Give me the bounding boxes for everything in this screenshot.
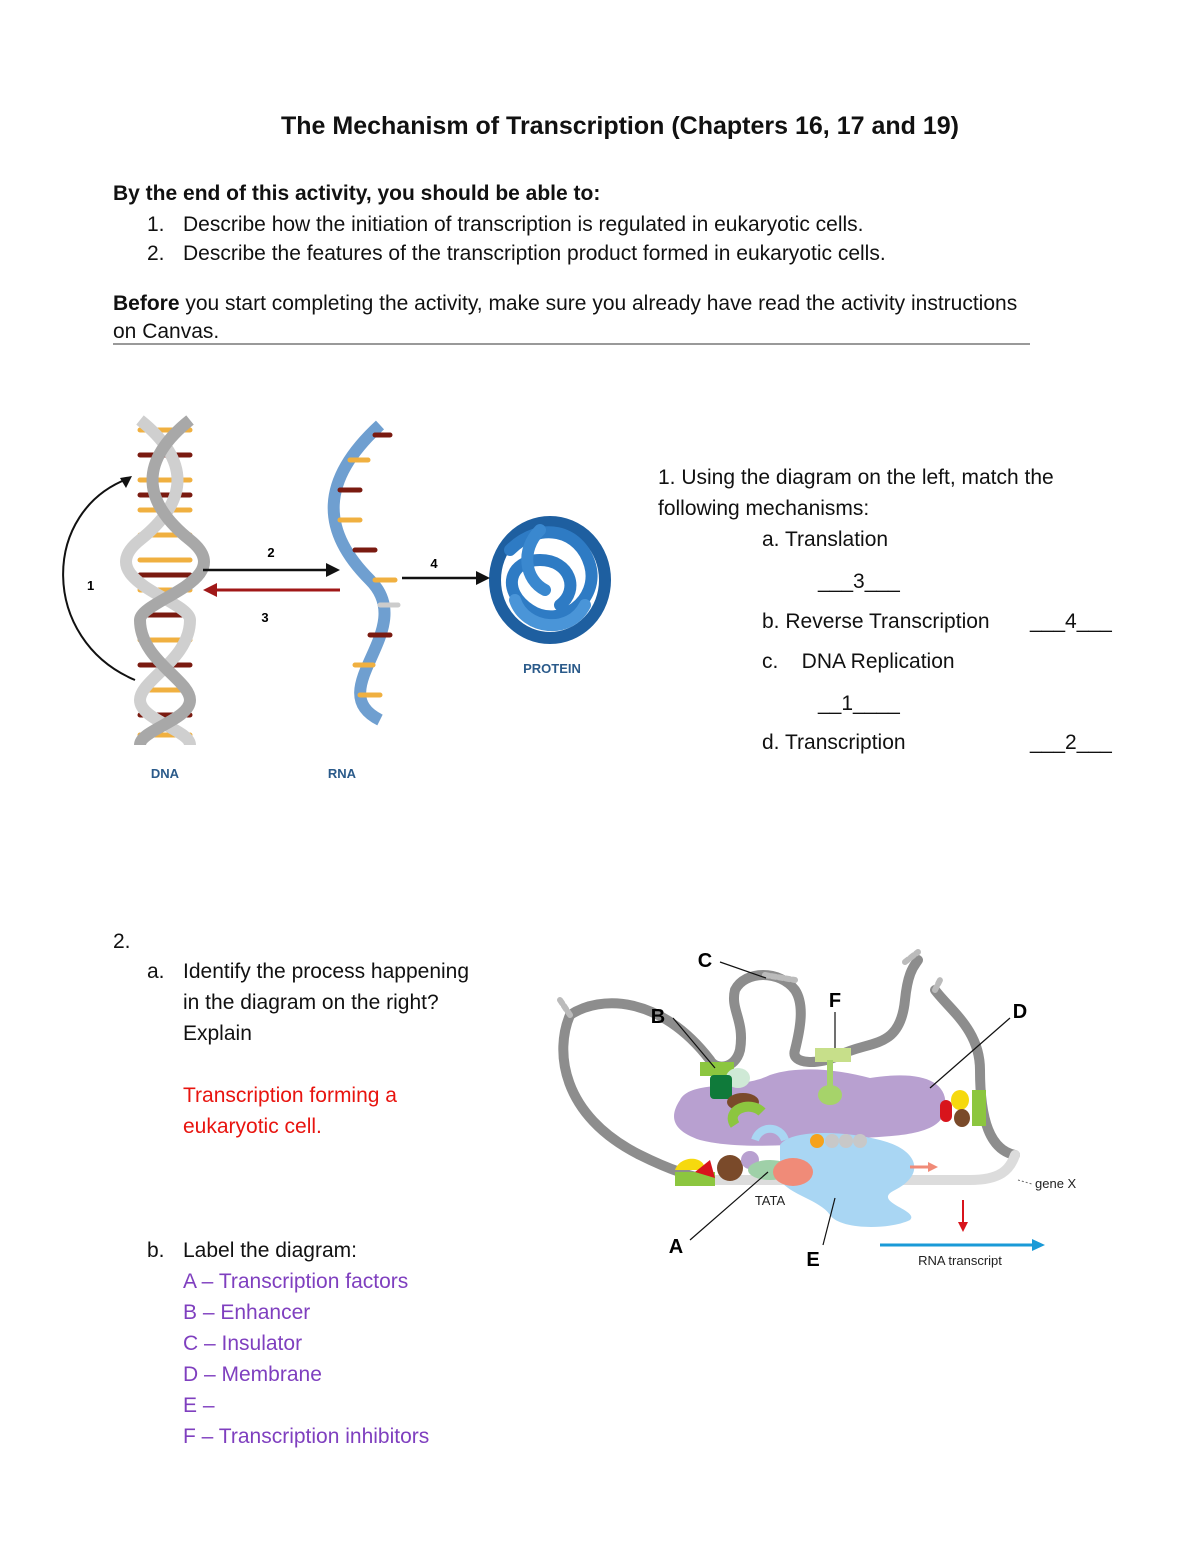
ctd-orange [810,1134,824,1148]
ctd-grey [853,1134,867,1148]
mediator-complex [674,1069,946,1146]
q2-number: 2. [113,930,131,953]
q1-c-label: c. DNA Replication [762,650,955,673]
gene-x-label: gene X [1035,1176,1077,1191]
central-dogma-diagram: DNA RNA PROTEIN 1 2 3 4 [62,415,611,781]
dna-label: DNA [151,766,180,781]
before-text: you start completing the activity, make … [179,292,1018,315]
q2-a-line: in the diagram on the right? [183,991,439,1014]
arrow-1-head [120,476,132,488]
q1-prompt-line1: 1. Using the diagram on the left, match … [658,466,1054,489]
arrow-label-4: 4 [430,556,438,571]
q2-label-item: B – Enhancer [183,1301,311,1324]
q1-d-answer: ___2___ [1030,731,1112,754]
arrow-label-1: 1 [87,578,94,593]
q1-prompt-line2: following mechanisms: [658,497,870,520]
ctd-grey [839,1134,853,1148]
q1-a-label: a. Translation [762,528,889,551]
gene-x-pointer [1017,1179,1033,1185]
before-bold: Before [113,292,180,315]
objective-number: 2. [147,242,165,265]
objective-text: Describe the features of the transcripti… [183,242,886,265]
divider [113,343,1030,345]
label-pointers [672,961,1011,1246]
protein-label: PROTEIN [523,661,581,676]
tfiif [751,1124,789,1142]
objectives-heading: By the end of this activity, you should … [113,182,601,205]
arrow-4-head [476,571,490,585]
q2-a-letter: a. [147,960,165,983]
before-paragraph-line2: on Canvas. [113,320,220,343]
dna-helix [120,415,210,747]
bridging-factor [727,1101,766,1128]
q2-label-item: D – Membrane [183,1363,322,1386]
silencer-segment [815,1048,851,1062]
objective-text: Describe how the initiation of transcrip… [183,213,864,236]
rna-polymerase [780,1133,915,1227]
q2-label-item: E – [183,1394,215,1417]
q2-a-answer: eukaryotic cell. [183,1115,322,1138]
activator-protein [710,1075,732,1099]
repressor-stalk [827,1060,833,1092]
proximal-segment [675,1172,715,1186]
q2-a-line: Identify the process happening [183,960,470,983]
gtf-red [695,1160,715,1178]
page-title: The Mechanism of Transcription (Chapters… [281,112,959,140]
transcription-complex-diagram: RNA transcript TATA gene X A B C D E F [557,949,1077,1271]
q2-label-item: F – Transcription inhibitors [183,1425,430,1448]
ctd-grey [825,1134,839,1148]
q2-b-letter: b. [147,1239,165,1262]
arrow-1 [62,477,136,681]
arrow-label-2: 2 [267,545,274,560]
q2-a-answer: Transcription forming a [183,1084,397,1107]
gtf-yellow [675,1158,705,1170]
rna-label: RNA [328,766,357,781]
diagram-letter-c: C [698,950,712,972]
q2-b-prompt: Label the diagram: [183,1239,357,1262]
q2-label-item: A – Transcription factors [183,1270,409,1293]
diagram-letter-d: D [1013,1001,1027,1023]
q2-a-line: Explain [183,1022,252,1045]
promoter-segment [972,1090,986,1126]
q2-label-item: C – Insulator [183,1332,303,1355]
q1-a-answer: ___3___ [818,570,900,593]
transcription-direction-arrowhead [928,1162,938,1172]
arrow-2-head [326,563,340,577]
repressor-protein [818,1085,842,1105]
bound-activator-brown [954,1109,970,1127]
protein-structure [489,516,611,644]
diagram-letter-e: E [806,1249,819,1271]
q1-b-answer: ___4___ [1030,610,1112,633]
q1-b-label: b. Reverse Transcription [762,610,990,633]
diagram-letter-a: A [669,1236,683,1258]
enhancer-segment [700,1062,734,1076]
rna-transcript-arrowhead [1032,1239,1045,1251]
rna-strand [327,420,401,726]
objective-number: 1. [147,213,165,236]
gtf-brown [717,1155,743,1181]
tata-label: TATA [755,1193,786,1208]
q1-c-answer: __1____ [818,692,900,715]
before-paragraph: Before you start completing the activity… [113,290,1017,318]
arrow-3-head [203,583,217,597]
q1-d-label: d. Transcription [762,731,906,754]
tfiib [773,1158,813,1186]
bound-activator-red [940,1100,952,1122]
rna-transcript-label: RNA transcript [918,1253,1002,1268]
diagram-letter-b: B [651,1006,665,1028]
diagram-letter-f: F [829,990,841,1012]
bound-activator-yellow [951,1090,969,1110]
rna-output-arrowhead [958,1222,968,1232]
arrow-label-3: 3 [261,610,268,625]
